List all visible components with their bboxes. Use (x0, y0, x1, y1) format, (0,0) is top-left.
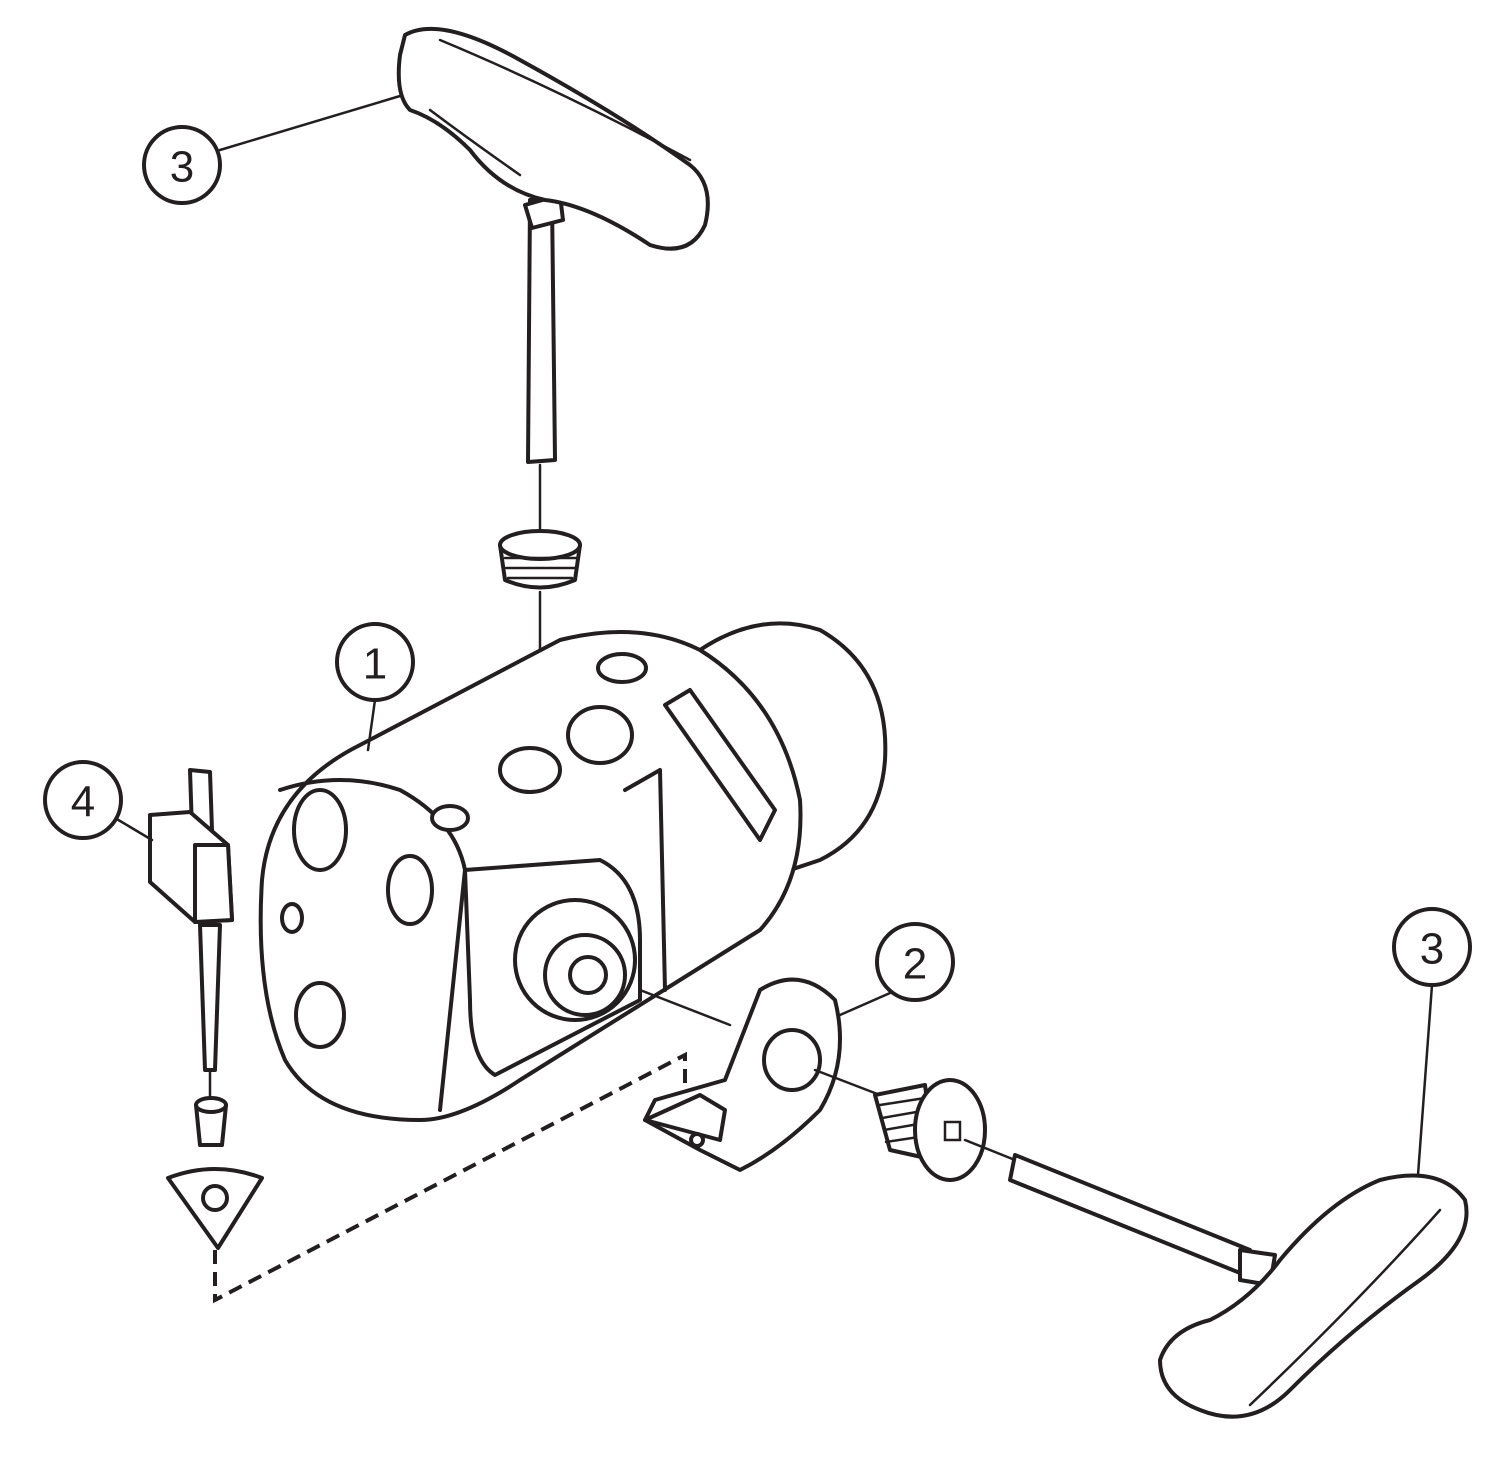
holder-body (258, 621, 888, 1122)
callout-clamp: 2 (875, 922, 955, 1002)
callout-label: 3 (1420, 925, 1444, 974)
clamp (643, 977, 842, 1172)
bottom-t-wrench (1008, 1153, 1469, 1419)
clamp-screw (873, 1078, 987, 1182)
insert-key (148, 768, 234, 1072)
callout-holder-body: 1 (335, 622, 415, 702)
callout-label: 2 (903, 940, 927, 989)
callout-label: 1 (363, 640, 387, 689)
top-t-wrench (396, 26, 710, 464)
assembly-path-line (213, 1051, 687, 1304)
callout-bottom-t-wrench: 3 (1392, 907, 1472, 987)
set-screw (498, 529, 582, 590)
triangular-insert (166, 1167, 264, 1250)
callout-label: 4 (71, 778, 95, 827)
callout-insert-key: 4 (43, 760, 123, 840)
callout-top-t-wrench: 3 (142, 125, 222, 205)
callout-label: 3 (170, 143, 194, 192)
leader-lines (113, 94, 1434, 1177)
insert-screw (194, 1096, 228, 1147)
